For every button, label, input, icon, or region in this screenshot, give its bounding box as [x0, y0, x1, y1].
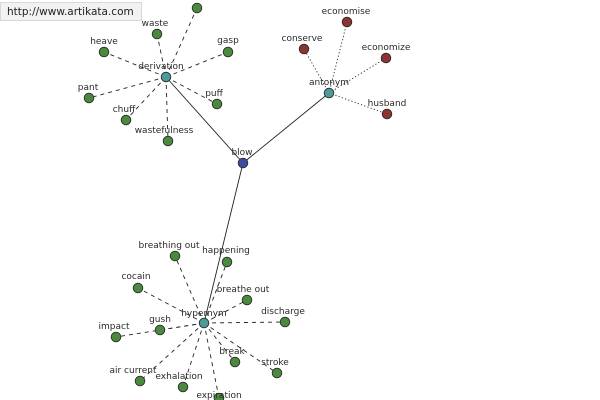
hub-node-antonym[interactable] — [323, 87, 335, 99]
label-impact: impact — [99, 322, 130, 332]
label-derivation: derivation — [138, 62, 184, 72]
edge-hypernym-impact — [115, 322, 205, 338]
edge-derivation-puff — [165, 76, 218, 105]
label-gasp: gasp — [217, 36, 239, 46]
edge-derivation-gasp — [165, 51, 229, 78]
center-node-blow[interactable] — [237, 157, 249, 169]
leaf-node-waste[interactable] — [151, 28, 163, 40]
leaf-node-pant[interactable] — [83, 92, 95, 104]
label-break: break — [219, 347, 245, 357]
leaf-node-heave[interactable] — [98, 46, 110, 58]
hub-node-hypernym[interactable] — [198, 317, 210, 329]
label-chuff: chuff — [113, 105, 136, 115]
leaf-node-gush[interactable] — [154, 324, 166, 336]
hub-node-derivation[interactable] — [160, 71, 172, 83]
leaf-node-husband[interactable] — [381, 108, 393, 120]
label-economize: economize — [362, 43, 411, 53]
leaf-node-breathing-out[interactable] — [169, 250, 181, 262]
label-discharge: discharge — [261, 307, 305, 317]
leaf-node-expiration[interactable] — [213, 392, 225, 400]
leaf-node-discharge[interactable] — [279, 316, 291, 328]
edge-hypernym-air-current — [139, 322, 205, 382]
edge-derivation-pant — [88, 76, 167, 99]
label-exhalation: exhalation — [155, 372, 202, 382]
leaf-node-chuff[interactable] — [120, 114, 132, 126]
leaf-node-stroke[interactable] — [271, 367, 283, 379]
label-wastefulness: wastefulness — [135, 126, 194, 136]
label-conserve: conserve — [282, 34, 323, 44]
leaf-node-derivation-unlabeled[interactable] — [191, 2, 203, 14]
label-puff: puff — [205, 89, 223, 99]
edge-derivation-heave — [103, 51, 167, 78]
edge-blow-derivation — [165, 76, 244, 164]
leaf-node-exhalation[interactable] — [177, 381, 189, 393]
label-happening: happening — [202, 246, 250, 256]
edge-hypernym-discharge — [203, 321, 286, 324]
leaf-node-economise[interactable] — [341, 16, 353, 28]
label-stroke: stroke — [261, 358, 289, 368]
label-expiration: expiration — [196, 391, 241, 400]
label-breathing-out: breathing out — [138, 241, 199, 251]
leaf-node-breathe-out[interactable] — [241, 294, 253, 306]
edge-hypernym-breathe-out — [203, 299, 248, 324]
edge-antonym-husband — [328, 92, 388, 115]
leaf-node-gasp[interactable] — [222, 46, 234, 58]
label-breathe-out: breathe out — [217, 285, 270, 295]
edge-blow-hypernym — [203, 162, 244, 324]
leaf-node-air-current[interactable] — [134, 375, 146, 387]
label-pant: pant — [78, 83, 99, 93]
leaf-node-happening[interactable] — [221, 256, 233, 268]
leaf-node-economize[interactable] — [380, 52, 392, 64]
edge-hypernym-happening — [203, 261, 228, 324]
label-hypernym: hypernym — [181, 309, 227, 319]
label-blow: blow — [231, 148, 252, 158]
edge-hypernym-stroke — [203, 322, 278, 374]
watermark-url: http://www.artikata.com — [0, 2, 142, 21]
edge-hypernym-exhalation — [182, 322, 205, 388]
leaf-node-break[interactable] — [229, 356, 241, 368]
edge-blow-antonym — [242, 92, 330, 164]
label-antonym: antonym — [309, 78, 349, 88]
label-cocain: cocain — [121, 272, 150, 282]
label-gush: gush — [149, 315, 171, 325]
edge-antonym-economize — [328, 57, 387, 94]
leaf-node-cocain[interactable] — [132, 282, 144, 294]
label-heave: heave — [90, 37, 118, 47]
leaf-node-wastefulness[interactable] — [162, 135, 174, 147]
leaf-node-impact[interactable] — [110, 331, 122, 343]
label-economise: economise — [322, 7, 371, 17]
edge-derivation-wastefulness — [165, 76, 169, 142]
edge-hypernym-break — [203, 322, 236, 363]
label-husband: husband — [368, 99, 407, 109]
label-waste: waste — [142, 19, 169, 29]
edge-derivation-chuff — [125, 76, 167, 121]
edge-hypernym-expiration — [203, 322, 220, 399]
leaf-node-conserve[interactable] — [298, 43, 310, 55]
leaf-node-puff[interactable] — [211, 98, 223, 110]
label-air-current: air current — [109, 366, 157, 376]
